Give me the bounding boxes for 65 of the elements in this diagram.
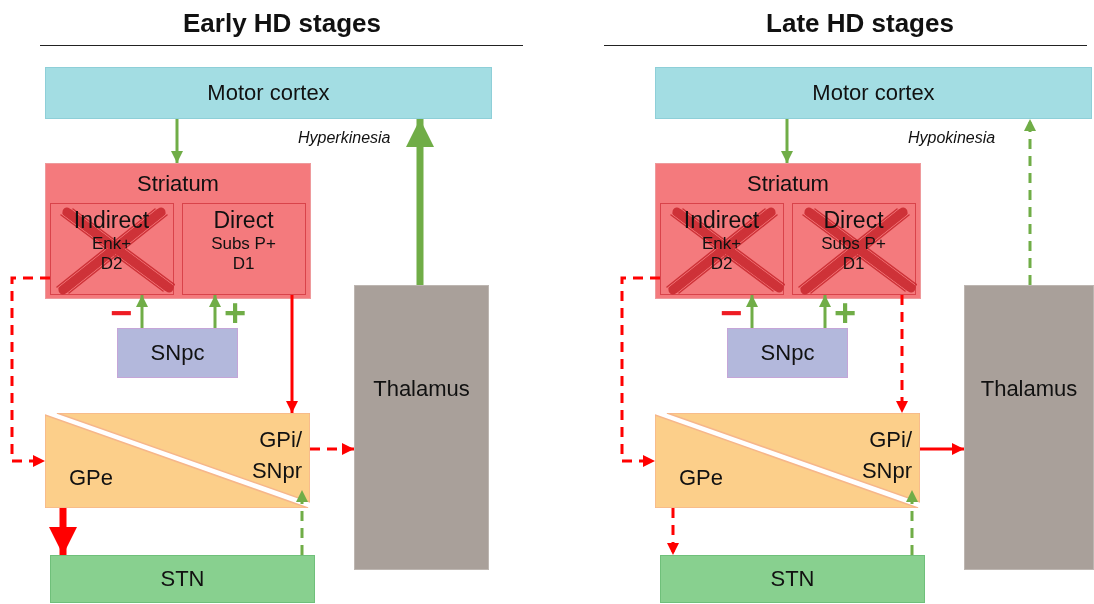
node-label: GPi/ SNpr [250,426,302,485]
brain-region-box [964,285,1094,570]
arrow [209,295,221,328]
node-sublabel: D2 [100,254,123,275]
brain-region-box [354,285,489,570]
node-sublabel: D1 [232,254,255,275]
arrow [136,295,148,328]
panel-title: Early HD stages [182,8,382,39]
node-label: Motor cortex [812,79,935,107]
node-label: GPe [679,465,724,492]
arrow [406,119,434,285]
arrow [920,443,964,455]
excitation-sign: + [222,292,248,335]
brain-region-box [655,163,921,299]
edge-label: Hypokinesia [908,129,996,147]
node-sublabel: D1 [842,254,865,275]
arrow [896,295,908,413]
arrow [49,508,77,555]
arrow [10,276,50,467]
node-label: GPe [69,465,114,492]
node-sublabel: Subs P+ [211,234,276,255]
node-label: Motor cortex [207,79,330,107]
arrow [667,508,679,555]
node-label: Direct [823,206,884,235]
node-label: Thalamus [980,376,1078,403]
excitation-sign: + [832,292,858,335]
brain-region-box [655,67,1092,119]
brain-region-box [45,67,492,119]
split-region-box [45,413,310,508]
node-label: Striatum [137,171,219,198]
arrow [746,295,758,328]
inhibition-sign: − [108,292,134,335]
pathway-box [181,202,306,295]
node-sublabel: D2 [710,254,733,275]
arrow [296,490,308,555]
arrow [819,295,831,328]
node-label: SNpc [760,339,815,367]
brain-region-box [660,555,925,603]
arrow [906,490,918,555]
node-label: Striatum [747,171,829,198]
node-sublabel: Subs P+ [821,234,886,255]
node-label: Indirect [683,206,760,235]
node-label: STN [160,565,205,593]
node-label: Indirect [73,206,150,235]
node-label: Thalamus [373,376,470,403]
brain-region-box [117,328,238,378]
brain-region-box [50,555,315,603]
arrow [1024,119,1036,285]
node-label: SNpc [150,339,205,367]
split-region-box [655,413,920,508]
arrow [171,119,183,163]
arrow [286,295,298,413]
node-label: GPi/ SNpr [860,426,912,485]
brain-region-box [45,163,311,299]
brain-region-box [727,328,848,378]
arrow [620,276,660,467]
node-label: STN [770,565,815,593]
node-sublabel: Enk+ [701,234,742,255]
panel-title: Late HD stages [765,8,955,39]
arrow [310,443,354,455]
edge-label: Hyperkinesia [298,129,391,147]
node-sublabel: Enk+ [91,234,132,255]
inhibition-sign: − [718,292,744,335]
node-label: Direct [213,206,274,235]
arrow [781,119,793,163]
